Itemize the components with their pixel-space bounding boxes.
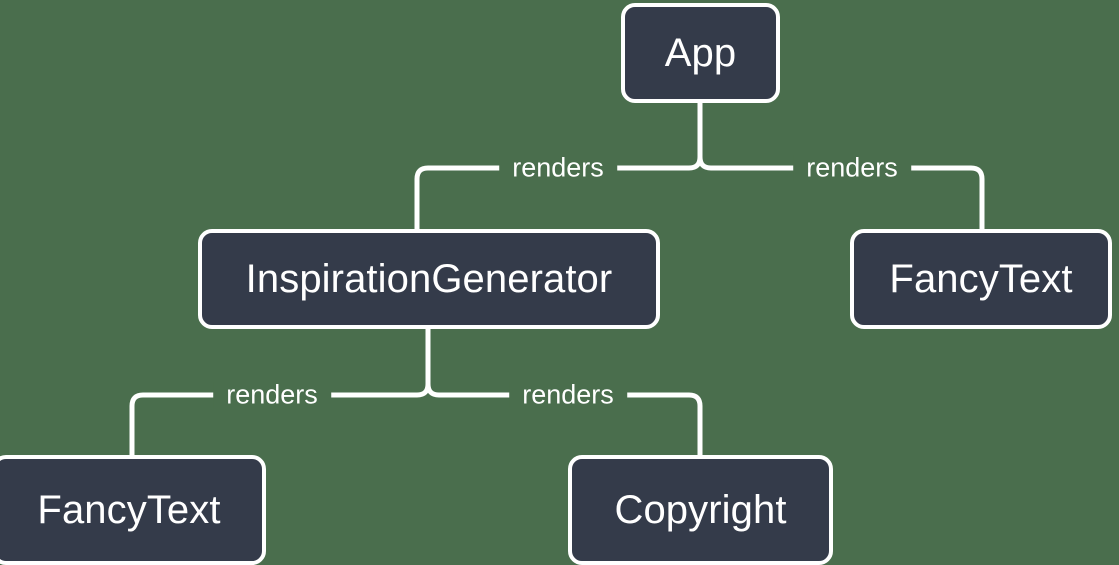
node-fancytext-bottom-label: FancyText	[37, 487, 221, 532]
node-fancytext-bottom[interactable]: FancyText	[0, 455, 266, 565]
edge-ig-to-copyright	[425, 381, 703, 458]
edge-label-app-to-inspiration-generator: renders	[499, 154, 617, 182]
node-inspiration-generator-label: InspirationGenerator	[245, 256, 613, 301]
node-fancytext-right-label: FancyText	[889, 256, 1073, 301]
edge-app-to-fancytext-right	[697, 154, 985, 232]
node-fancytext-right[interactable]: FancyText	[850, 229, 1112, 329]
node-app[interactable]: App	[621, 3, 780, 103]
node-copyright-label: Copyright	[614, 487, 787, 532]
node-inspiration-generator[interactable]: InspirationGenerator	[198, 229, 660, 329]
edge-label-ig-to-copyright: renders	[509, 381, 627, 409]
node-app-label: App	[664, 30, 737, 75]
edge-label-ig-to-fancytext-bottom: renders	[213, 381, 331, 409]
edge-label-app-to-fancytext-right: renders	[793, 154, 911, 182]
node-copyright[interactable]: Copyright	[568, 455, 833, 565]
